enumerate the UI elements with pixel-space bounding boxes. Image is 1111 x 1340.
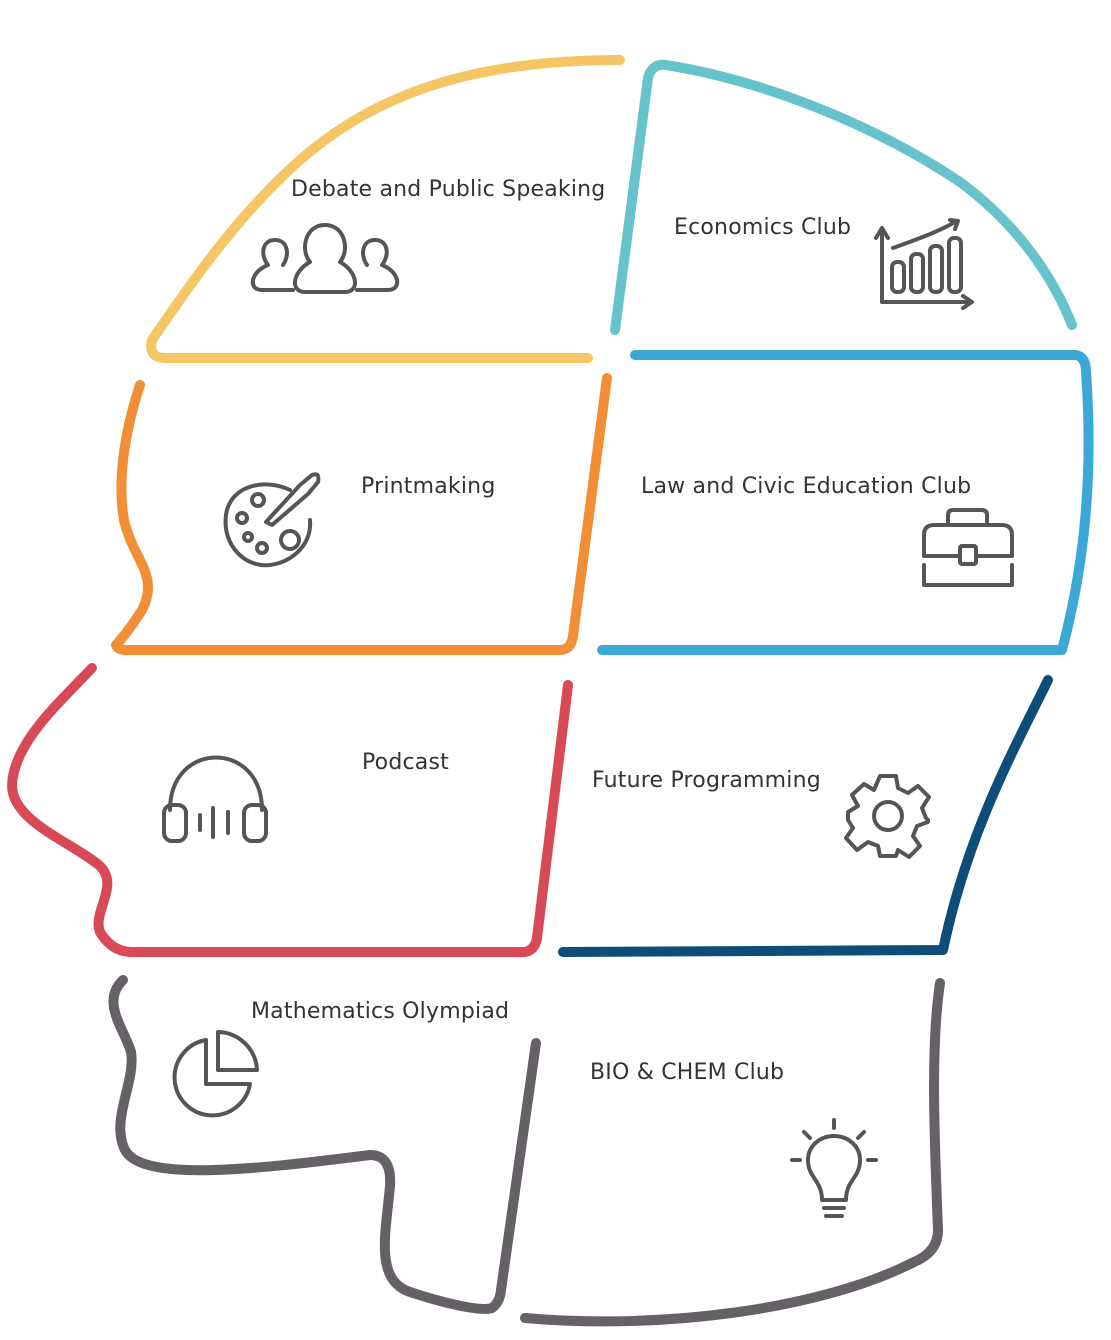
segment-law xyxy=(597,350,1094,655)
label-bio-chem: BIO & CHEM Club xyxy=(590,1060,785,1085)
label-podcast: Podcast xyxy=(362,750,449,775)
label-economics: Economics Club xyxy=(674,215,852,240)
segment-math xyxy=(108,975,541,1314)
people-group-icon xyxy=(251,223,399,294)
segment-printmaking xyxy=(111,373,612,655)
segment-debate xyxy=(146,55,625,363)
segment-bio-chem xyxy=(520,978,945,1327)
label-math: Mathematics Olympiad xyxy=(251,999,510,1024)
label-printmaking: Printmaking xyxy=(361,474,496,499)
palette-brush-icon xyxy=(223,472,321,568)
segment-economics xyxy=(610,59,1077,335)
briefcase-icon xyxy=(922,508,1014,587)
gear-icon xyxy=(844,774,931,859)
bar-chart-growth-icon xyxy=(874,218,974,310)
label-law: Law and Civic Education Club xyxy=(641,474,972,499)
label-programming: Future Programming xyxy=(592,768,821,793)
segment-programming xyxy=(558,675,1053,957)
pie-chart-icon xyxy=(172,1030,259,1118)
headphones-icon xyxy=(162,755,268,843)
lightbulb-icon xyxy=(790,1118,878,1218)
segment-podcast xyxy=(7,663,573,957)
label-debate: Debate and Public Speaking xyxy=(291,177,606,202)
